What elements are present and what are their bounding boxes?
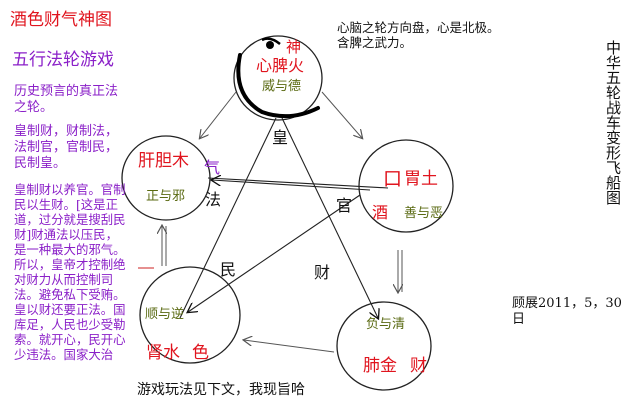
diagram-title: 酒色财气神图 [10, 10, 112, 30]
star-label-guan: 官 [336, 196, 353, 215]
signature-date: 顾展2011，5，30日 [512, 296, 622, 327]
star-label-huang: 皇 [272, 128, 289, 147]
right-main-label: 胃土 [404, 169, 438, 189]
top-note-2: 含脾之武力。 [337, 35, 413, 50]
right-vertical-title: 中华五轮战车变形飞船图 [604, 40, 622, 205]
brush-arc [236, 53, 320, 119]
note-prophecy: 历史预言的真正法之轮。 [14, 84, 119, 115]
note-explanation: 皇制财以养官。官制民以生财。[这是正道，过分就是搜刮民财]财通法以压民，是一种最… [14, 182, 126, 362]
circle-bottom-right-metal [336, 301, 432, 391]
circle-top-fire [233, 35, 323, 121]
bottom-left-se-label: 色 [192, 343, 209, 363]
left-qi-label: 气 [204, 158, 221, 177]
right-sub-label: 善与恶 [404, 206, 444, 221]
bottom-left-sub-label: 顺与逆 [145, 307, 185, 322]
diagram-subtitle: 五行法轮游戏 [12, 50, 114, 70]
circle-bottom-left-water [139, 266, 241, 364]
top-shen-label: 神 [286, 38, 302, 56]
bottom-right-cai-label: 财 [410, 356, 427, 376]
top-main-label: 心脾火 [256, 56, 305, 75]
top-note-1: 心脑之轮方向盘，心是北极。 [337, 20, 500, 35]
left-main-label: 肝胆木 [138, 151, 189, 171]
right-mouth-label: 口 [383, 168, 403, 190]
bottom-right-main-label: 肺金 [363, 356, 397, 376]
star-label-cai: 财 [314, 263, 331, 282]
brush-dot [266, 41, 274, 49]
right-jiu-label: 酒 [372, 203, 389, 222]
note-control-cycle: 皇制财，财制法，法制官，官制民，民制皇。 [14, 124, 119, 171]
circle-left-wood [121, 135, 211, 221]
star-label-min: 民 [220, 260, 237, 279]
top-sub-label: 威与德 [262, 79, 302, 94]
bottom-right-sub-label: 负与清 [366, 317, 406, 332]
bottom-note: 游戏玩法见下文，我现旨哈 [137, 382, 305, 398]
star-label-fa: 法 [205, 190, 222, 209]
bottom-left-main-label: 肾水 [146, 343, 180, 363]
left-sub-label: 正与邪 [146, 189, 186, 204]
